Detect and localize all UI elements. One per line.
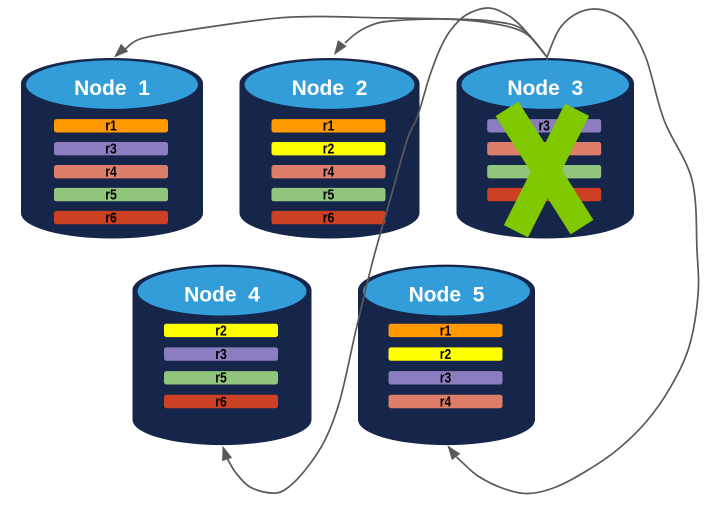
svg-text:r3: r3 bbox=[538, 118, 550, 135]
svg-text:r3: r3 bbox=[105, 141, 117, 158]
svg-text:Node 2: Node 2 bbox=[292, 77, 368, 100]
svg-text:r5: r5 bbox=[323, 187, 335, 204]
svg-text:r4: r4 bbox=[105, 164, 117, 181]
svg-text:Node 1: Node 1 bbox=[74, 77, 150, 100]
svg-text:r3: r3 bbox=[440, 370, 452, 387]
svg-text:r2: r2 bbox=[323, 141, 335, 158]
svg-text:r5: r5 bbox=[105, 187, 117, 204]
svg-text:r2: r2 bbox=[215, 322, 227, 339]
svg-text:r1: r1 bbox=[105, 118, 117, 135]
svg-text:r1: r1 bbox=[323, 118, 335, 135]
svg-text:Node 5: Node 5 bbox=[409, 283, 485, 306]
svg-text:r1: r1 bbox=[440, 322, 452, 339]
svg-text:r6: r6 bbox=[215, 393, 227, 410]
svg-text:r6: r6 bbox=[105, 210, 117, 227]
svg-text:r2: r2 bbox=[440, 346, 452, 363]
svg-text:Node 4: Node 4 bbox=[184, 283, 260, 306]
svg-text:r4: r4 bbox=[440, 393, 452, 410]
svg-text:r4: r4 bbox=[323, 164, 335, 181]
svg-text:r5: r5 bbox=[215, 370, 227, 387]
svg-text:Node 3: Node 3 bbox=[507, 77, 583, 100]
svg-text:r6: r6 bbox=[323, 210, 335, 227]
svg-text:r3: r3 bbox=[215, 346, 227, 363]
